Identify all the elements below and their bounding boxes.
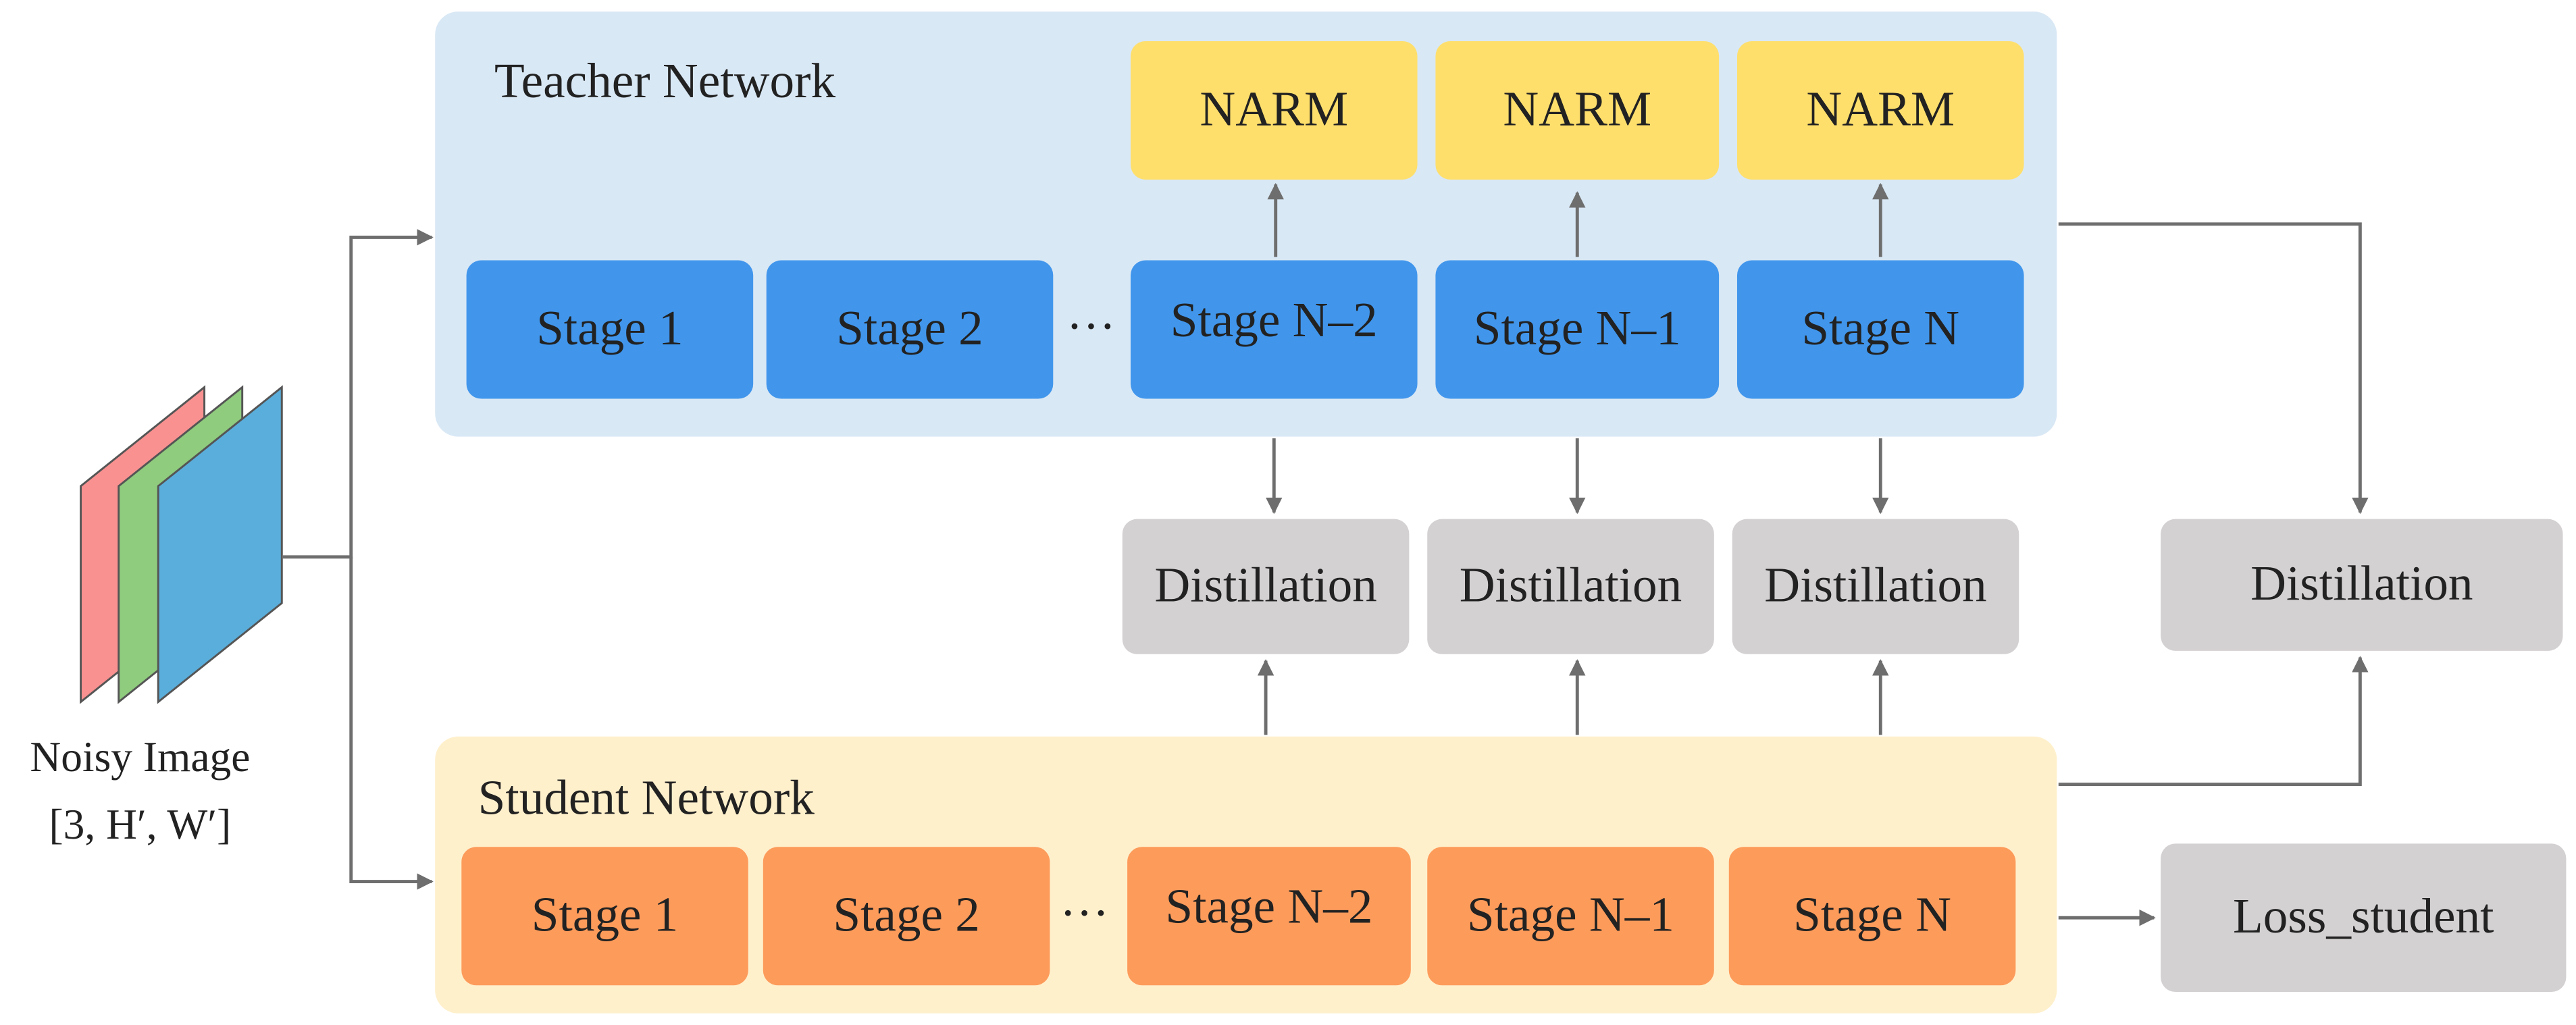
distillation-block-3: Distillation [1732,519,2019,654]
student-stage-n-1: Stage N–1 [1427,847,1714,986]
student-network-title: Student Network [478,771,815,826]
distillation-block-final: Distillation [2161,519,2563,651]
loss-student-block: Loss_student [2161,843,2567,993]
narm-block-2: NARM [1435,41,1720,180]
student-stage-n-2: Stage N–2 [1127,847,1411,986]
student-stage-n: Stage N [1728,847,2016,986]
narm-block-1: NARM [1130,41,1418,180]
teacher-stage-n: Stage N [1736,260,2024,399]
student-ellipsis: ··· [1060,886,1110,941]
distillation-block-1: Distillation [1122,519,1410,654]
input-to-student-arrow [349,556,434,890]
input-to-teacher-arrow [282,229,434,559]
teacher-stage-n-1: Stage N–1 [1435,260,1720,399]
teacher-to-final-distillation-arrow [2058,222,2369,515]
distillation-block-2: Distillation [1427,519,1714,654]
teacher-stage-1: Stage 1 [466,260,754,399]
teacher-network-title: Teacher Network [494,54,836,109]
teacher-ellipsis: ··· [1066,300,1116,354]
student-stage-2: Stage 2 [763,847,1050,986]
student-to-final-distillation-arrow [2058,656,2369,786]
input-caption-line2: [3, H′, W′] [49,800,232,849]
narm-block-3: NARM [1736,41,2024,180]
teacher-stage-2: Stage 2 [766,260,1054,399]
input-caption-line1: Noisy Image [30,733,251,781]
student-stage-1: Stage 1 [461,847,748,986]
teacher-stage-n-2: Stage N–2 [1130,260,1418,399]
image-layer-blue [157,385,283,704]
